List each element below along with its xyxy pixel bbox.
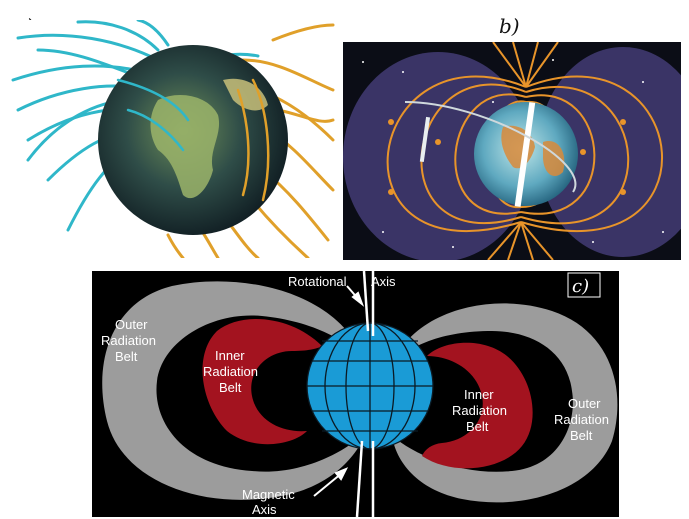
inner-belt-right-label-3: Belt xyxy=(466,419,489,434)
panel-b-dipole-field xyxy=(343,42,681,260)
inner-belt-right xyxy=(422,342,533,469)
outer-belt-right xyxy=(392,303,618,503)
outer-belt-left xyxy=(102,281,367,500)
panel-b-illustration xyxy=(343,42,681,260)
inner-belt-left-label-1: Inner xyxy=(215,348,245,363)
rotational-axis-label-2: Axis xyxy=(371,274,396,289)
continents-a xyxy=(150,78,268,199)
inner-belt-left xyxy=(202,319,322,445)
inner-belt-left-label-3: Belt xyxy=(219,380,242,395)
magnetic-axis xyxy=(355,271,370,517)
outer-belt-right-label-1: Outer xyxy=(568,396,601,411)
magnetic-axis-label-2: Axis xyxy=(252,502,277,517)
field-lobe-left xyxy=(343,52,533,260)
inner-belt-left-label-2: Radiation xyxy=(203,364,258,379)
rotational-axis-label-1: Rotational xyxy=(288,274,347,289)
bar-magnet xyxy=(514,102,536,207)
outer-belt-left-label-3: Belt xyxy=(115,349,138,364)
outer-belt-right-label-3: Belt xyxy=(570,428,593,443)
inner-belt-right-label-1: Inner xyxy=(464,387,494,402)
panel-label-b: b) xyxy=(499,14,520,38)
outer-belt-right-label-2: Radiation xyxy=(554,412,609,427)
magnetic-axis-label-1: Magnetic xyxy=(242,487,295,502)
panel-a-illustration xyxy=(11,20,335,258)
panel-label-c: c) xyxy=(572,276,589,297)
inner-belt-right-label-2: Radiation xyxy=(452,403,507,418)
axis-arrows xyxy=(313,285,365,497)
stars xyxy=(362,59,664,248)
outer-belt-left-label-1: Outer xyxy=(115,317,148,332)
panel-c-radiation-belts: Rotational Axis Magnetic Axis Outer Radi… xyxy=(92,271,619,517)
panel-c-illustration: Rotational Axis Magnetic Axis Outer Radi… xyxy=(92,271,619,517)
globe-c xyxy=(306,322,434,450)
panel-a-earth-field-lines xyxy=(8,20,336,258)
outer-belt-left-label-2: Radiation xyxy=(101,333,156,348)
